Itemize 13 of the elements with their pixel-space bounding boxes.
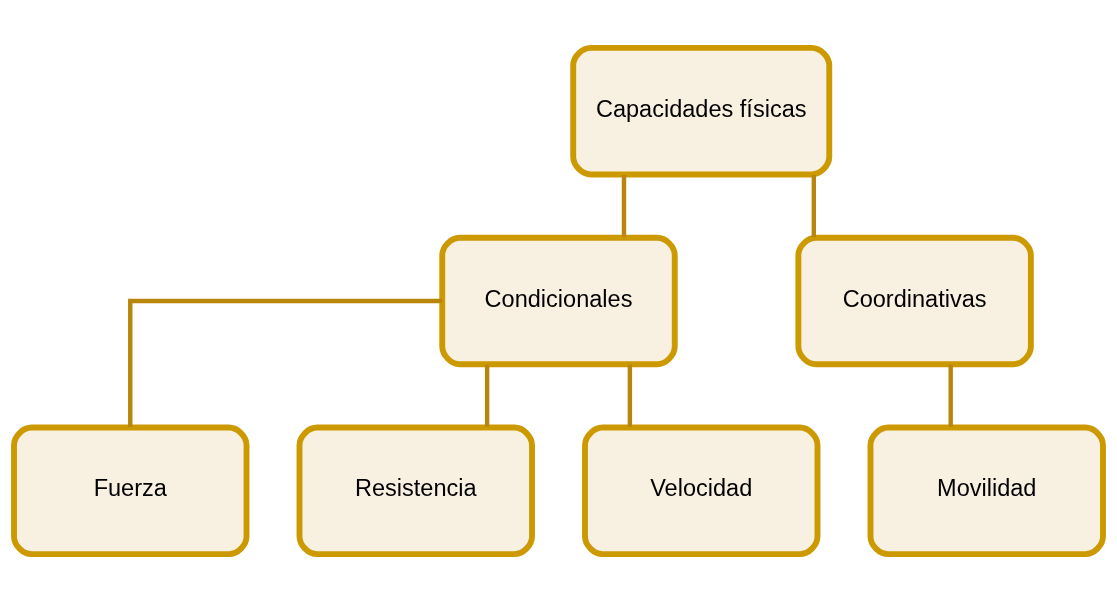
connector [484,364,490,427]
node-box: Fuerza [11,424,250,558]
node-box: Coordinativas [795,234,1034,368]
node-box: Resistencia [296,424,535,558]
connector [621,174,627,238]
connector [128,298,443,428]
connector [627,364,633,427]
node-box: Capacidades físicas [570,44,833,178]
node-box: Velocidad [582,424,821,558]
node-box: Movilidad [867,424,1106,558]
connector [811,174,817,238]
node-box: Condicionales [439,234,678,368]
connector [948,364,953,427]
